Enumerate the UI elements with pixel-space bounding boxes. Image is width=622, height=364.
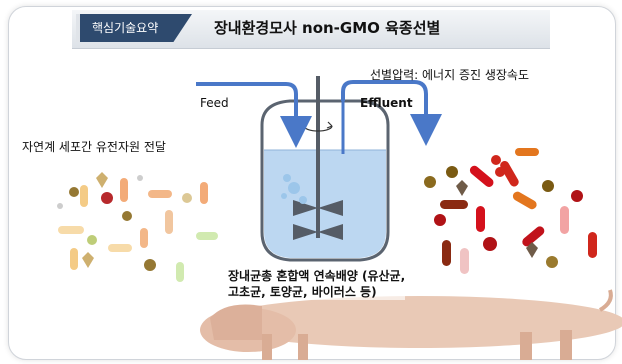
right-microbe-cluster-icon — [424, 148, 597, 274]
pig-icon — [200, 290, 622, 360]
culture-caption-line-2: 고초균, 토양균, 바이러스 등) — [228, 284, 405, 300]
feed-label: Feed — [200, 96, 229, 110]
culture-caption-line-1: 장내균총 혼합액 연속배양 (유산균, — [228, 268, 405, 284]
genetic-transfer-label: 자연계 세포간 유전자원 전달 — [22, 138, 166, 155]
effluent-label: Effluent — [360, 96, 413, 110]
left-microbe-cluster-icon — [57, 172, 218, 282]
culture-caption: 장내균총 혼합액 연속배양 (유산균, 고초균, 토양균, 바이러스 등) — [228, 268, 405, 300]
selection-pressure-label: 선별압력: 에너지 증진 생장속도 — [370, 66, 529, 83]
